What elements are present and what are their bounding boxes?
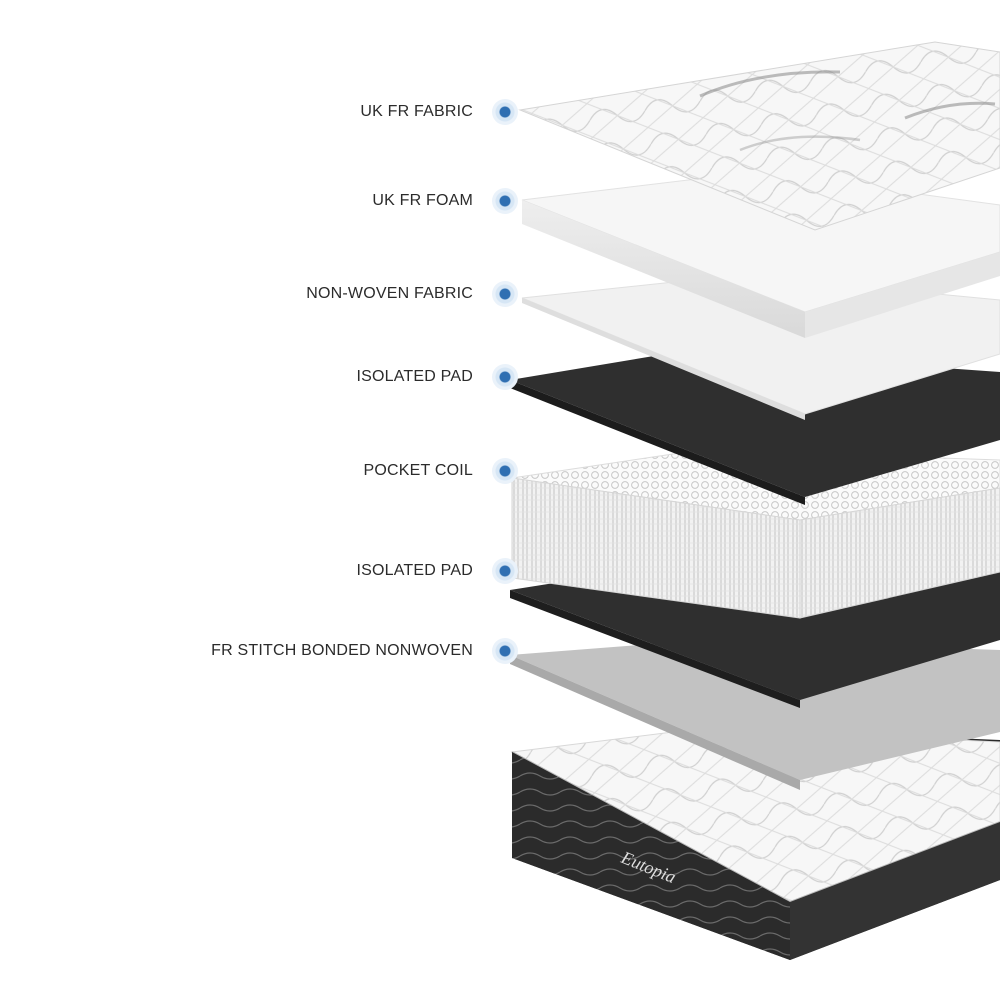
- layer-label: UK FR FOAM: [372, 192, 473, 209]
- layer-marker-dot: [492, 99, 518, 125]
- layer-uk-fr-fabric: [518, 41, 1000, 231]
- layer-label: UK FR FABRIC: [360, 103, 473, 120]
- layer-label: NON-WOVEN FABRIC: [306, 285, 473, 302]
- layer-marker-dot: [492, 458, 518, 484]
- layer-label: POCKET COIL: [363, 462, 473, 479]
- layer-label: FR STITCH BONDED NONWOVEN: [211, 642, 473, 659]
- layer-label: ISOLATED PAD: [356, 562, 473, 579]
- mattress-base: Eutopia: [510, 727, 1000, 960]
- layer-marker-dot: [492, 281, 518, 307]
- layer-marker-dot: [492, 638, 518, 664]
- layer-marker-dot: [492, 188, 518, 214]
- layer-label: ISOLATED PAD: [356, 368, 473, 385]
- layer-marker-dot: [492, 364, 518, 390]
- layer-marker-dot: [492, 558, 518, 584]
